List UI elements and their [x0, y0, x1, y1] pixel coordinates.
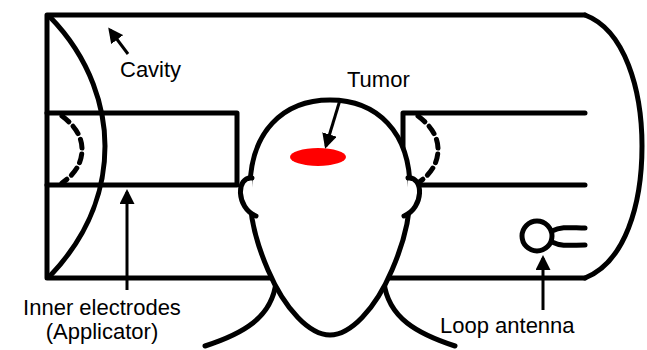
- leader-arrow: [326, 100, 340, 146]
- right-electrode: [403, 113, 585, 185]
- loop-antenna-feed: [552, 228, 585, 246]
- part-label: Tumor: [347, 68, 410, 92]
- head-ear: [240, 178, 256, 216]
- part-label: Inner electrodes (Applicator): [4, 296, 200, 344]
- left-electrode: [47, 113, 237, 185]
- left-electrode-end: [62, 116, 82, 183]
- cavity-right-end: [585, 15, 642, 278]
- leader-arrow: [126, 192, 129, 290]
- leader-arrow: [542, 258, 545, 310]
- part-label: Cavity: [120, 58, 181, 82]
- loop-antenna: [522, 221, 552, 251]
- tumor: [290, 148, 346, 166]
- neck-line: [205, 282, 276, 346]
- head-ear: [404, 178, 420, 216]
- part-label: Loop antenna: [440, 314, 575, 338]
- head: [250, 100, 410, 335]
- leader-arrow: [110, 30, 128, 54]
- cavity-left-end: [50, 17, 105, 276]
- right-electrode-end: [418, 116, 438, 183]
